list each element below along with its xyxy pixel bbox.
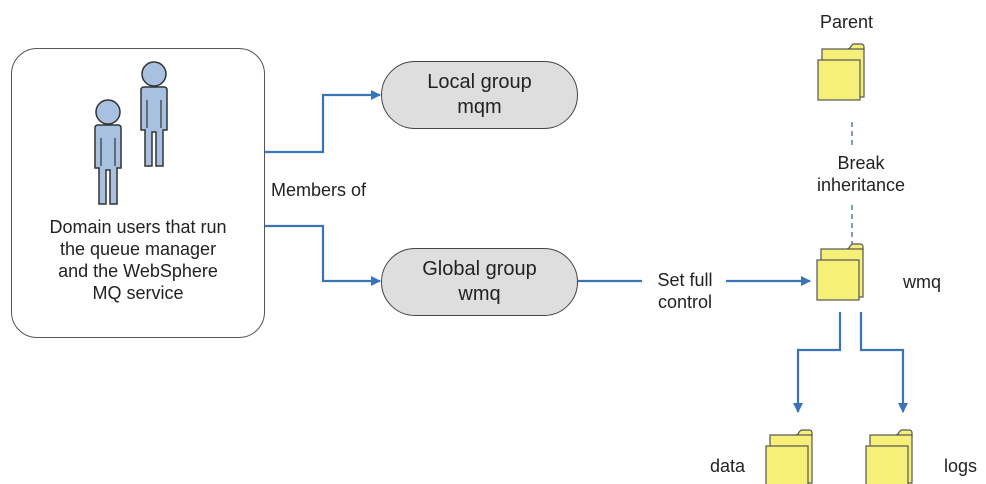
local-group-line-1: Local group bbox=[427, 71, 532, 93]
wmq-folder-icon bbox=[816, 243, 864, 301]
arrow-to-data-folder bbox=[793, 312, 842, 413]
local-group-node: Local group mqm bbox=[381, 61, 578, 129]
break-inheritance-line-2: inheritance bbox=[816, 175, 906, 195]
arrow-to-global-group bbox=[265, 224, 381, 286]
arrow-to-local-group bbox=[265, 90, 381, 154]
break-inheritance-label: Break inheritance bbox=[806, 152, 916, 196]
data-folder-icon bbox=[765, 429, 813, 484]
set-full-control-line-2: control bbox=[657, 292, 713, 312]
local-group-line-2: mqm bbox=[457, 96, 502, 118]
users-line-3: and the WebSphere bbox=[58, 261, 218, 281]
members-of-label: Members of bbox=[271, 180, 367, 200]
logs-folder-icon bbox=[865, 429, 913, 484]
data-folder-label: data bbox=[710, 456, 746, 476]
users-line-4: MQ service bbox=[92, 283, 184, 303]
global-group-node: Global group wmq bbox=[381, 248, 578, 316]
users-line-1: Domain users that run bbox=[49, 217, 227, 237]
wmq-folder-label: wmq bbox=[903, 272, 942, 292]
global-group-line-2: wmq bbox=[458, 283, 501, 305]
users-line-2: the queue manager bbox=[59, 239, 217, 259]
set-full-control-line-1: Set full bbox=[657, 270, 713, 290]
set-full-control-label: Set full control bbox=[640, 269, 730, 313]
break-inheritance-line-1: Break bbox=[837, 153, 885, 173]
parent-folder-icon bbox=[817, 43, 865, 101]
arrow-to-logs-folder bbox=[859, 312, 908, 413]
global-group-line-1: Global group bbox=[422, 258, 537, 280]
logs-folder-label: logs bbox=[944, 456, 978, 476]
domain-users-label: Domain users that run the queue manager … bbox=[14, 216, 262, 304]
domain-users-box bbox=[11, 48, 265, 338]
parent-folder-label: Parent bbox=[820, 12, 874, 32]
